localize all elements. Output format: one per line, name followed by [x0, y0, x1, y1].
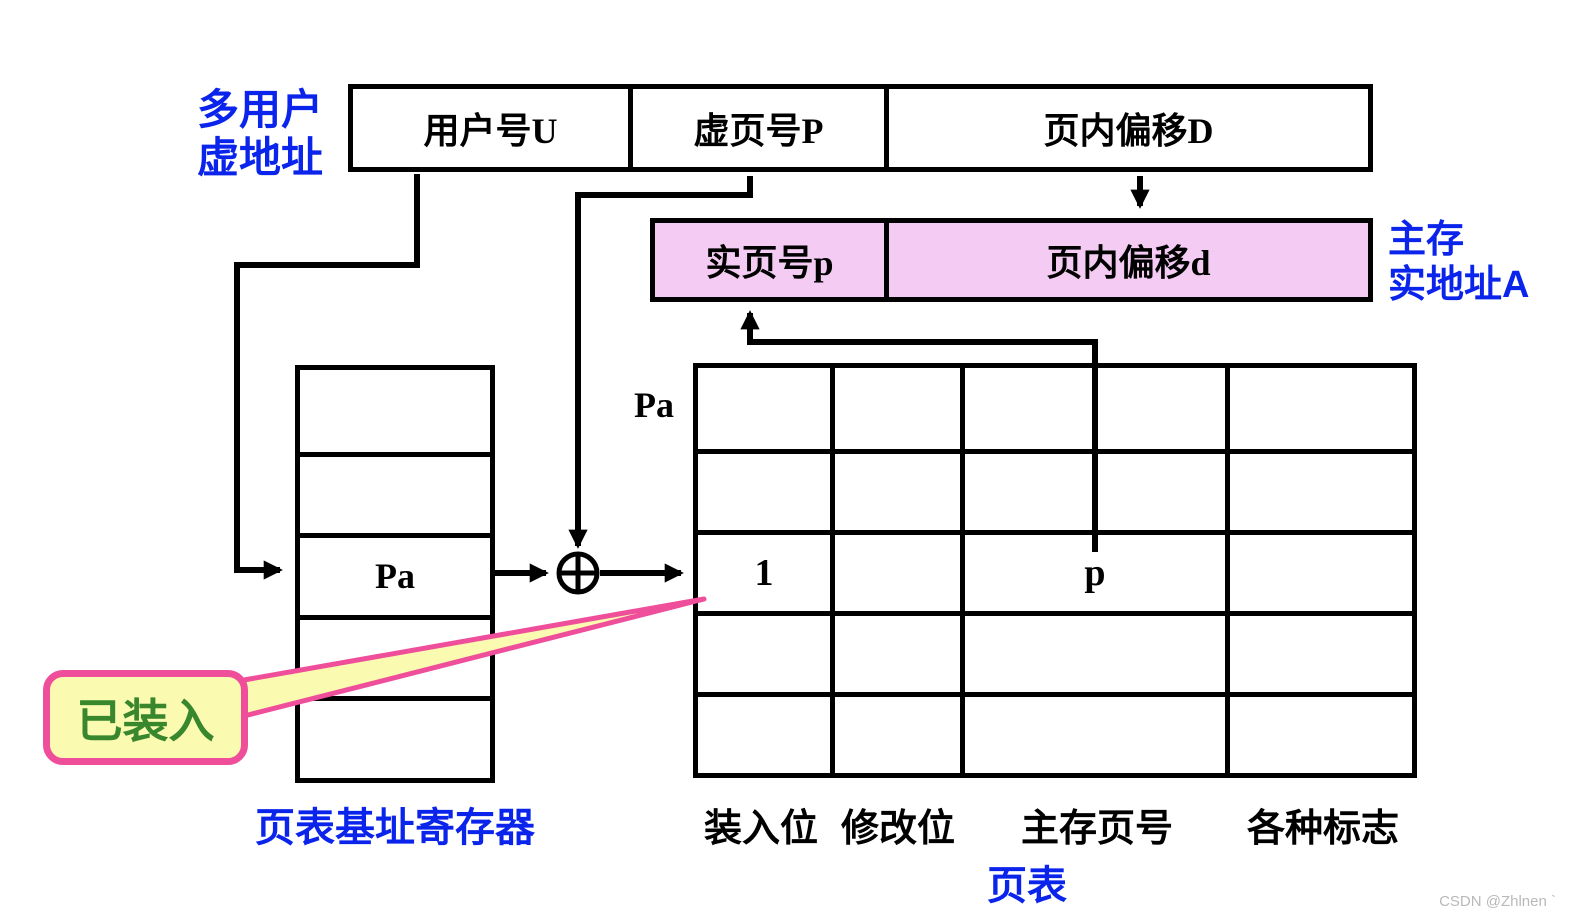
base-register-caption: 页表基址寄存器	[255, 806, 535, 850]
loaded-callout: 已装入	[43, 670, 248, 765]
page-table-cell	[960, 692, 1225, 773]
real-address-box: 实页号p 页内偏移d	[650, 218, 1373, 302]
real-address-label: 主存 实地址A	[1388, 218, 1529, 308]
base-register-row	[300, 696, 490, 778]
page-table-cell-load-bit: 1	[698, 530, 830, 611]
field-page-offset-d: 页内偏移d	[884, 223, 1368, 297]
page-table-cell	[698, 368, 830, 449]
base-register-row	[300, 614, 490, 697]
page-table-cell	[1225, 692, 1412, 773]
column-label-mainmem-page: 主存页号	[1020, 808, 1174, 850]
virtual-address-box: 用户号U 虚页号P 页内偏移D	[348, 84, 1373, 172]
page-table-cell	[698, 692, 830, 773]
column-label-modify-bit: 修改位	[840, 808, 956, 850]
loaded-callout-text: 已装入	[76, 695, 215, 747]
page-table-cell	[960, 611, 1225, 692]
page-table-cell-real-page: p	[960, 530, 1225, 611]
page-table-cell	[1225, 611, 1412, 692]
page-table-cell	[1225, 449, 1412, 530]
real-address-label-line1: 主存	[1388, 219, 1465, 261]
field-real-page-number-p: 实页号p	[705, 243, 834, 283]
base-register-row	[300, 370, 490, 452]
page-table-cell	[830, 368, 960, 449]
field-virtual-page-number-P: 虚页号P	[628, 89, 884, 167]
column-label-flags: 各种标志	[1246, 808, 1400, 850]
field-page-offset-D: 页内偏移D	[884, 89, 1368, 167]
base-register-row	[300, 451, 490, 534]
virtual-address-label: 多用户 虚地址	[188, 86, 332, 182]
column-label-load-bit: 装入位	[703, 808, 819, 850]
page-table-base-register: Pa	[295, 365, 495, 783]
field-user-number-U: 用户号U	[423, 111, 558, 151]
page-table-cell	[698, 611, 830, 692]
page-table-cell	[698, 449, 830, 530]
page-table-cell	[960, 368, 1225, 449]
page-table: 1 p	[693, 363, 1417, 778]
page-table-cell	[830, 692, 960, 773]
watermark: CSDN @Zhlnen ˋ	[1439, 893, 1556, 910]
virtual-address-label-line2: 虚地址	[196, 134, 323, 181]
page-table-pointer-label: Pa	[634, 385, 674, 425]
adder-xor-icon	[556, 551, 600, 595]
page-table-cell	[830, 530, 960, 611]
page-table-cell	[830, 449, 960, 530]
real-address-label-line2: 实地址A	[1388, 264, 1530, 306]
base-register-row-Pa: Pa	[300, 533, 490, 615]
page-table-caption: 页表	[987, 864, 1067, 908]
page-table-cell	[1225, 530, 1412, 611]
page-table-cell	[830, 611, 960, 692]
page-table-cell	[960, 449, 1225, 530]
page-table-cell	[1225, 368, 1412, 449]
virtual-address-label-line1: 多用户	[196, 86, 323, 133]
